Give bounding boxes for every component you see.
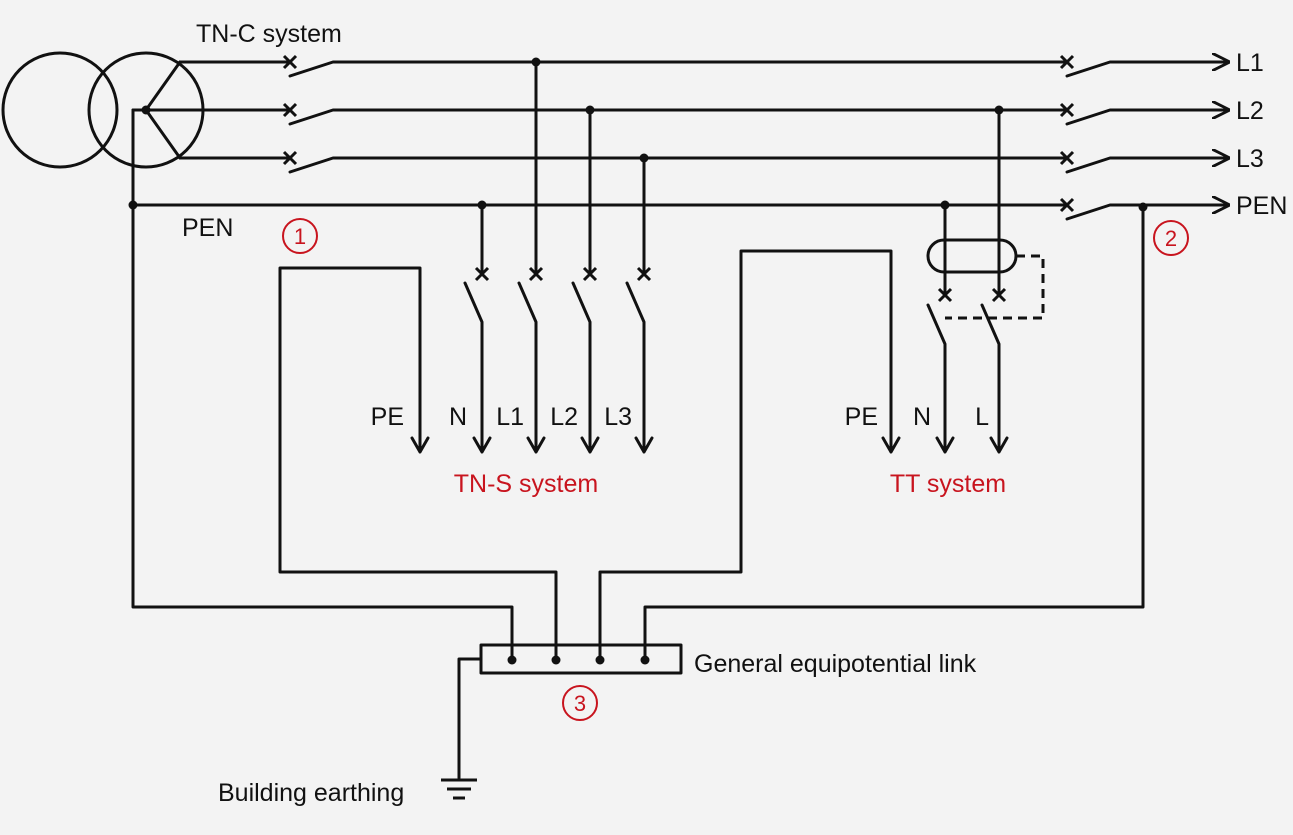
- earthing-label: Building earthing: [218, 779, 404, 807]
- tns-branch: [278, 57, 654, 662]
- marker-2: 2: [1153, 220, 1189, 256]
- pen-right-earth-conductor: [643, 205, 1145, 662]
- tt-label-n: N: [913, 403, 931, 431]
- main-busbars: [131, 62, 1228, 219]
- marker-3: 3: [562, 685, 598, 721]
- line-label-l3: L3: [1236, 145, 1264, 173]
- rcd-toroid: [926, 238, 1018, 274]
- tns-system-label: TN-S system: [454, 470, 598, 498]
- link-label: General equipotential link: [694, 650, 977, 678]
- line-label-l2: L2: [1236, 97, 1264, 125]
- line-label-pen: PEN: [1236, 192, 1287, 220]
- tns-label-l2: L2: [550, 403, 578, 431]
- title-label: TN-C system: [196, 20, 342, 48]
- main-switch-contacts: [282, 54, 1075, 213]
- tns-label-pe: PE: [371, 403, 404, 431]
- pen-earth-conductor: [131, 108, 514, 662]
- tns-label-l3: L3: [604, 403, 632, 431]
- tt-system-label: TT system: [890, 470, 1006, 498]
- line-label-l1: L1: [1236, 49, 1264, 77]
- earth-symbol: [441, 657, 483, 800]
- tt-label-l: L: [975, 403, 989, 431]
- marker-1: 1: [282, 218, 318, 254]
- tt-branch: [598, 105, 1045, 662]
- svg-text:3: 3: [574, 691, 586, 716]
- tt-label-pe: PE: [845, 403, 878, 431]
- svg-text:2: 2: [1165, 226, 1177, 251]
- tns-label-n: N: [449, 403, 467, 431]
- tns-label-l1: L1: [496, 403, 524, 431]
- pen-label: PEN: [182, 214, 233, 242]
- svg-text:1: 1: [294, 224, 306, 249]
